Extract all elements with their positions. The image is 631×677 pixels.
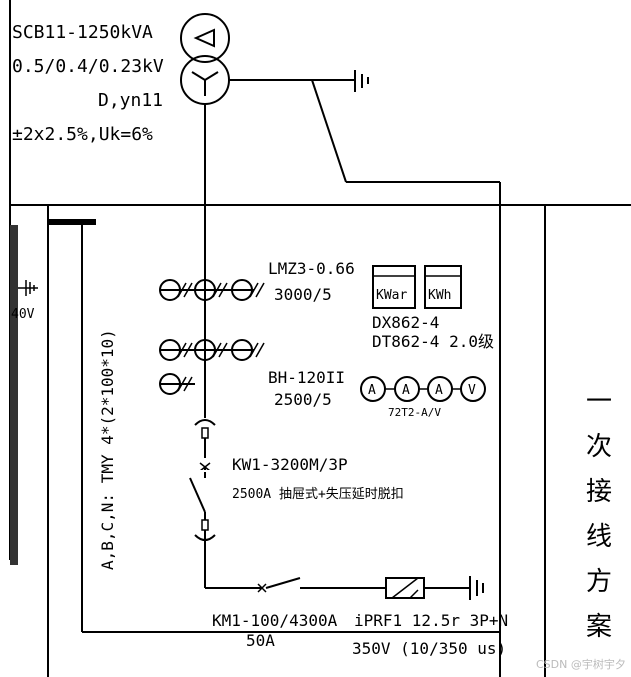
- busbar-label: A,B,C,N: TMY 4*(2*100*10): [98, 329, 117, 570]
- side-title-char-3: 接: [586, 477, 612, 507]
- ammeter-a3: A: [435, 383, 443, 398]
- transformer-voltage: 0.5/0.4/0.23kV: [12, 56, 164, 77]
- kvar-meter-label: KWar: [376, 288, 407, 303]
- ct-row-1: [159, 279, 265, 301]
- branch-breaker-rating: 50A: [246, 631, 275, 650]
- left-voltage-label: 40V: [11, 307, 35, 322]
- ct2-ratio: 2500/5: [274, 390, 332, 409]
- ct2-model: BH-120II: [268, 368, 345, 387]
- transformer-symbol: [180, 13, 500, 183]
- side-title-char-2: 次: [586, 432, 612, 462]
- ct1-ratio: 3000/5: [274, 285, 332, 304]
- energy-meter-model-1: DX862-4: [372, 313, 439, 332]
- side-title-char-1: 一: [586, 387, 612, 417]
- main-breaker-model: KW1-3200M/3P: [232, 455, 348, 474]
- spd-model: iPRF1 12.5r 3P+N: [354, 611, 508, 630]
- ct-row-2: [159, 339, 265, 395]
- left-panel-fragment: [10, 225, 38, 565]
- energy-meters: [372, 265, 462, 309]
- energy-meter-model-2: DT862-4 2.0级: [372, 332, 494, 351]
- voltmeter-v1: V: [468, 383, 476, 398]
- busbar: [48, 219, 500, 633]
- spd-branch: [205, 576, 484, 600]
- spd-spec: 350V (10/350 us): [352, 639, 506, 658]
- ct1-model: LMZ3-0.66: [268, 259, 355, 278]
- transformer-connection: D,yn11: [98, 90, 163, 111]
- watermark: CSDN @宇树宇夕: [536, 657, 626, 671]
- transformer-model: SCB11-1250kVA: [12, 22, 153, 43]
- meter-model: 72T2-A/V: [388, 406, 441, 419]
- main-breaker-rating: 2500A 抽屉式+失压延时脱扣: [232, 487, 404, 502]
- ammeter-group: [360, 376, 486, 402]
- main-breaker-symbol: [189, 418, 220, 588]
- kwh-meter-label: KWh: [428, 288, 451, 303]
- ammeter-a2: A: [402, 383, 410, 398]
- side-title-char-4: 线: [586, 522, 612, 552]
- side-title: 一 次 接 线 方 案: [586, 387, 612, 642]
- side-title-char-6: 案: [586, 612, 612, 642]
- ammeter-a1: A: [368, 383, 376, 398]
- transformer-tap-impedance: ±2x2.5%,Uk=6%: [12, 124, 153, 145]
- branch-breaker-model: KM1-100/4300A: [212, 611, 338, 630]
- side-title-char-5: 方: [586, 567, 612, 597]
